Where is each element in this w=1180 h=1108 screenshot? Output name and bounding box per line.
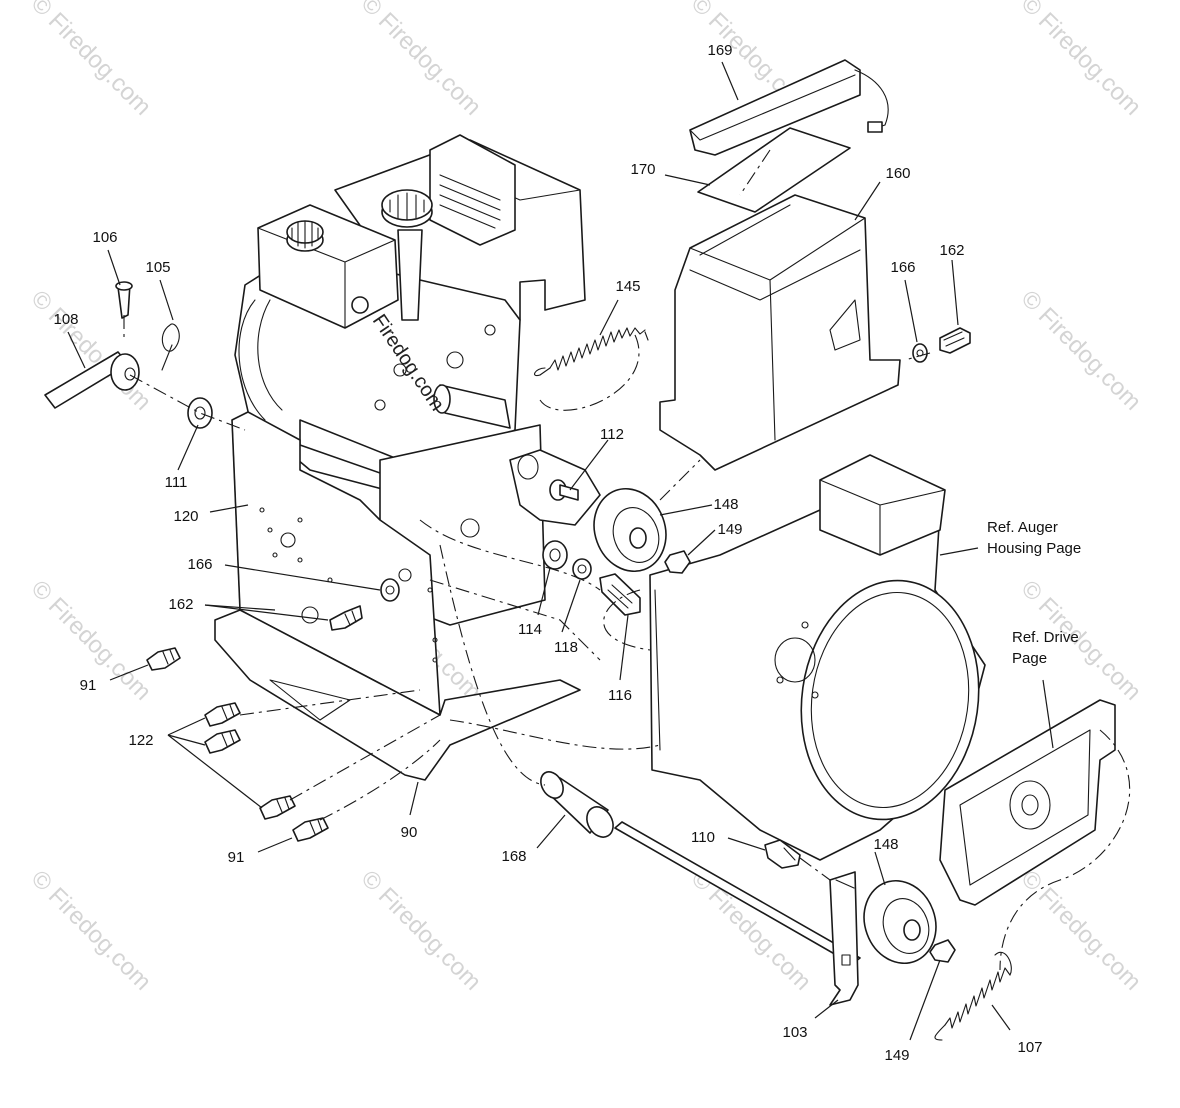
callout-labels: 169 170 160 162 166 106 105 108 145 111 … xyxy=(53,42,1042,1064)
housing-160 xyxy=(659,194,901,471)
callout-120: 120 xyxy=(173,508,198,525)
hairpin-105 xyxy=(161,323,180,371)
callout-90: 90 xyxy=(401,824,418,841)
bolt-91-mid xyxy=(259,795,296,820)
shaft-rod xyxy=(614,821,861,965)
watermark-text: © Firedog.com xyxy=(26,0,157,121)
callout-162-top: 162 xyxy=(939,242,964,259)
bolt-122-a xyxy=(204,702,241,727)
drive-plate xyxy=(939,699,1116,906)
washers-114-118 xyxy=(542,540,592,580)
filter-pad-170 xyxy=(697,127,851,213)
watermark-text: © Firedog.com xyxy=(1016,865,1147,996)
ref-auger-line2: Housing Page xyxy=(987,540,1081,557)
washer-166-left xyxy=(380,578,400,602)
bolt-162-top xyxy=(939,327,971,354)
watermark-text: © Firedog.com xyxy=(356,865,487,996)
bolt-91-top xyxy=(146,647,181,671)
callout-149-bottom: 149 xyxy=(884,1047,909,1064)
pulley-148-bottom xyxy=(863,879,937,965)
callout-170: 170 xyxy=(630,161,655,178)
watermark-text: © Firedog.com xyxy=(356,0,487,121)
callout-110: 110 xyxy=(691,829,715,846)
nut-149-top xyxy=(664,550,691,574)
callout-118: 118 xyxy=(554,639,578,656)
nut-149-bottom xyxy=(929,939,956,963)
ref-drive-line2: Page xyxy=(1012,650,1047,667)
reference-labels: Ref. Auger Housing Page Ref. Drive Page xyxy=(987,519,1081,667)
pulley-148-top xyxy=(593,487,667,573)
callout-122: 122 xyxy=(128,732,153,749)
callout-168: 168 xyxy=(501,848,526,865)
ref-drive-line1: Ref. Drive xyxy=(1012,629,1079,646)
auger-housing xyxy=(649,454,986,861)
callout-166-top: 166 xyxy=(890,259,915,276)
rod-108 xyxy=(44,351,140,409)
callout-145: 145 xyxy=(615,278,640,295)
spacer-168 xyxy=(540,771,614,838)
ref-auger-line1: Ref. Auger xyxy=(987,519,1058,536)
pin-106 xyxy=(115,281,133,319)
watermark-text: © Firedog.com xyxy=(26,865,157,996)
spring-145 xyxy=(534,327,649,377)
bolt-91-bottom xyxy=(292,817,329,842)
leader-lines xyxy=(67,61,1054,1041)
callout-112: 112 xyxy=(600,426,624,443)
callout-116: 116 xyxy=(608,687,632,704)
spring-107 xyxy=(934,951,1012,1041)
bolt-110 xyxy=(764,839,801,869)
bolt-116 xyxy=(599,573,641,616)
callout-105: 105 xyxy=(145,259,170,276)
callout-160: 160 xyxy=(885,165,910,182)
bolt-162-left xyxy=(329,605,363,631)
callout-91-bottom: 91 xyxy=(228,849,245,866)
callout-169: 169 xyxy=(707,42,732,59)
watermark-text: © Firedog.com xyxy=(1016,285,1147,416)
air-filter-169 xyxy=(689,59,889,156)
watermark-text: © Firedog.com xyxy=(1016,0,1147,121)
callout-108: 108 xyxy=(53,311,78,328)
callout-148-bottom: 148 xyxy=(873,836,898,853)
phantom-lines xyxy=(123,149,1131,971)
callout-91-top: 91 xyxy=(80,677,97,694)
washer-166-top xyxy=(912,343,928,363)
callout-149-top: 149 xyxy=(717,521,742,538)
callout-114: 114 xyxy=(518,621,542,638)
washer-111 xyxy=(187,397,213,429)
callout-106: 106 xyxy=(92,229,117,246)
callout-162-left: 162 xyxy=(168,596,193,613)
callout-111: 111 xyxy=(165,474,188,491)
bracket-103 xyxy=(829,871,859,1006)
engine: Firedog.com xyxy=(234,134,586,496)
callout-107: 107 xyxy=(1017,1039,1042,1056)
callout-148-top: 148 xyxy=(713,496,738,513)
frame-120 xyxy=(214,411,581,781)
bolt-122-b xyxy=(204,729,241,754)
idler-bracket-112 xyxy=(509,449,601,526)
callout-103: 103 xyxy=(782,1024,807,1041)
callout-166-left: 166 xyxy=(187,556,212,573)
